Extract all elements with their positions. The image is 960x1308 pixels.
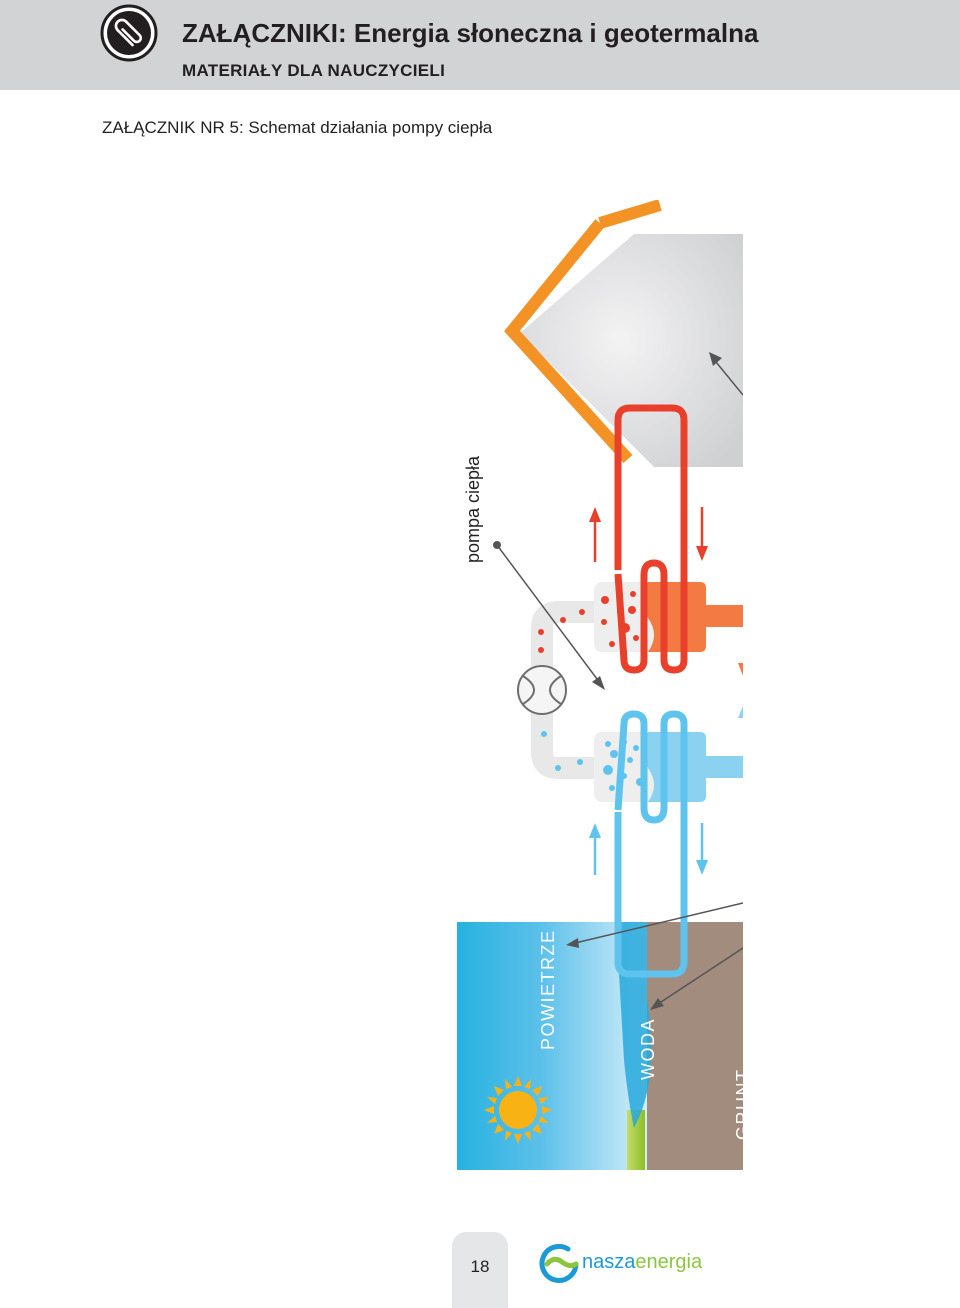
logo-text: naszaenergia bbox=[582, 1251, 702, 1274]
naszaenergia-logo-icon bbox=[539, 1243, 579, 1283]
hot-flow-arrows bbox=[589, 507, 708, 562]
page-number-tab: 18 bbox=[452, 1232, 508, 1308]
annex-title: ZAŁĄCZNIK NR 5: Schemat działania pompy … bbox=[102, 118, 493, 137]
page-subtitle: MATERIAŁY DLA NAUCZYCIELI bbox=[182, 61, 446, 80]
heat-pump-label: pompa ciepła bbox=[463, 455, 483, 563]
page-title-rest: Energia słoneczna i geotermalna bbox=[353, 18, 759, 48]
ground-label: GRUNT bbox=[733, 1069, 753, 1141]
house-interior bbox=[520, 234, 743, 467]
hot-loop bbox=[614, 404, 688, 674]
naszaenergia-logo: naszaenergia bbox=[538, 1240, 702, 1288]
page-number: 18 bbox=[470, 1257, 490, 1276]
logo-text-part2: energia bbox=[635, 1251, 703, 1273]
compressor-icon bbox=[517, 665, 567, 715]
air-label: POWIETRZE bbox=[538, 930, 558, 1051]
cold-loop bbox=[614, 710, 688, 978]
paperclip-icon bbox=[100, 4, 158, 62]
page-title-bold: ZAŁĄCZNIKI: bbox=[182, 18, 347, 48]
grass-strip bbox=[627, 1110, 645, 1170]
house-pointer bbox=[715, 361, 743, 396]
water-label: WODA bbox=[638, 1018, 658, 1080]
cold-flow-arrows bbox=[589, 823, 708, 875]
logo-text-part1: nasza bbox=[582, 1251, 636, 1273]
leader-lines bbox=[493, 541, 743, 1010]
page-header: ZAŁĄCZNIKI: Energia słoneczna i geoterma… bbox=[0, 0, 960, 90]
page-title: ZAŁĄCZNIKI: Energia słoneczna i geoterma… bbox=[182, 18, 758, 49]
house-roof bbox=[504, 219, 633, 464]
sun-icon bbox=[484, 1076, 552, 1144]
ground-zone bbox=[647, 922, 743, 1170]
